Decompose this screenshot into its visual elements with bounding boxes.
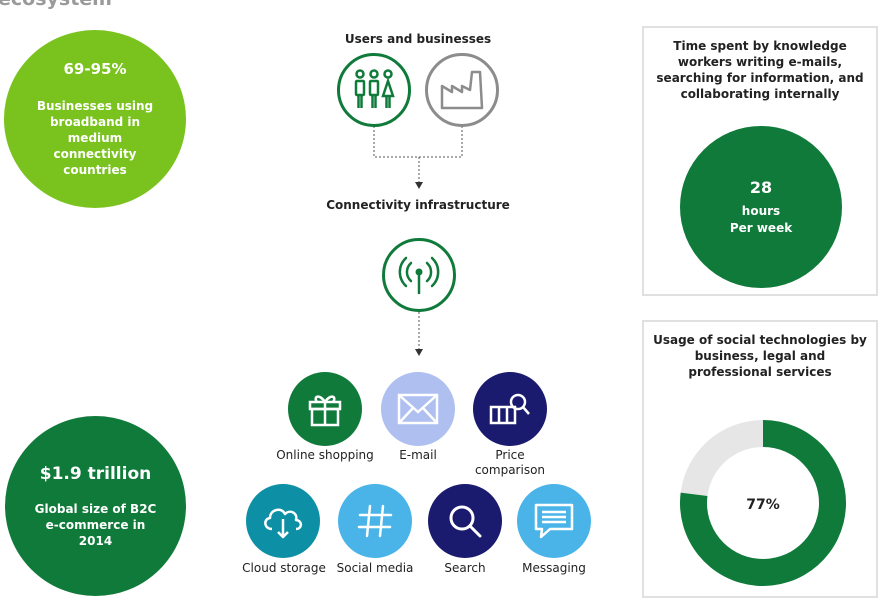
signal-tower-icon [398, 256, 440, 295]
cloud-storage-circle [246, 484, 320, 558]
infra-arrow-head [415, 349, 423, 356]
hours-value: 28 [749, 177, 773, 197]
ecommerce-stat-value: $1.9 trillion [39, 464, 152, 484]
page-heading: ecosystem [0, 0, 112, 10]
email-label: E-mail [399, 448, 437, 462]
social-usage-title: Usage of social technologies by business… [653, 333, 867, 379]
search-label: Search [444, 561, 486, 575]
users-circle [337, 53, 411, 127]
infra-title: Connectivity infrastructure [326, 198, 510, 212]
gift-icon [308, 395, 342, 427]
broadband-stat-circle: 69-95% Businesses using broadband in med… [4, 30, 186, 208]
users-connector [373, 126, 463, 158]
hours-circle: 28 hours Per week [680, 126, 842, 288]
ecommerce-stat-circle: $1.9 trillion Global size of B2C e-comme… [5, 416, 186, 596]
social-usage-donut: 77% [680, 420, 846, 586]
price-search-icon [489, 393, 530, 425]
time-spent-panel: Time spent by knowledge workers writing … [642, 26, 878, 296]
price-comparison-circle [473, 372, 547, 446]
social-media-circle [338, 484, 412, 558]
infra-circle [382, 238, 456, 312]
email-circle [381, 372, 455, 446]
broadband-stat-value: 69-95% [63, 60, 127, 78]
donut-percent-segment [680, 420, 846, 586]
people-icon [354, 69, 395, 108]
online-shopping-label: Online shopping [276, 448, 374, 462]
time-spent-title: Time spent by knowledge workers writing … [656, 39, 864, 101]
hours-period: Per week [729, 220, 793, 235]
price-comparison-label: Price comparison [474, 448, 546, 477]
donut-percent-label: 77% [746, 497, 780, 513]
magnifier-icon [449, 505, 482, 538]
factory-icon [440, 70, 484, 110]
search-circle [428, 484, 502, 558]
hours-unit: hours [741, 203, 781, 218]
donut-remaining-segment [680, 420, 763, 496]
ecommerce-stat-label: Global size of B2C e-commerce in 2014 [34, 502, 157, 548]
social-media-label: Social media [336, 561, 414, 575]
cloud-download-icon [264, 508, 303, 539]
online-shopping-circle [288, 372, 362, 446]
messaging-label: Messaging [522, 561, 586, 575]
businesses-circle [425, 53, 499, 127]
messaging-circle [517, 484, 591, 558]
envelope-icon [397, 393, 439, 425]
users-arrow-head [415, 182, 423, 189]
message-icon [534, 503, 574, 539]
hashtag-icon [357, 504, 393, 538]
broadband-stat-label: Businesses using broadband in medium con… [36, 99, 154, 177]
users-title: Users and businesses [344, 32, 492, 46]
cloud-storage-label: Cloud storage [242, 561, 326, 575]
social-usage-panel: Usage of social technologies by business… [642, 320, 878, 598]
